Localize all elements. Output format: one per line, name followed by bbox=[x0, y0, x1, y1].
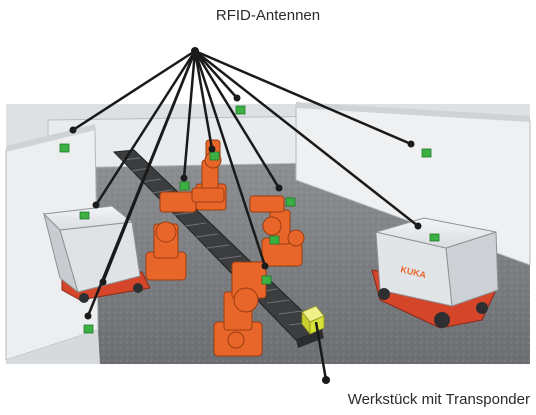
agv-right-top bbox=[374, 217, 497, 249]
agv-right-wheel bbox=[378, 288, 390, 300]
agv-right: KUKA bbox=[371, 217, 499, 329]
workpiece-callout-dot bbox=[322, 376, 330, 384]
agv-right-wheel bbox=[476, 302, 488, 314]
left-floor-strip bbox=[6, 330, 100, 364]
antenna-icon bbox=[179, 181, 190, 191]
agv-left-wheel bbox=[133, 283, 143, 293]
antenna-icon bbox=[269, 235, 280, 245]
agv-left bbox=[42, 205, 151, 303]
agv-left-antenna bbox=[79, 211, 90, 220]
antenna-icon bbox=[209, 151, 220, 161]
agv-right-antenna bbox=[429, 233, 440, 242]
antenna-icon bbox=[421, 148, 432, 158]
antenna-icon bbox=[59, 143, 70, 153]
robot-3 bbox=[145, 187, 225, 281]
antenna-callouts bbox=[72, 49, 419, 317]
robot-4 bbox=[213, 261, 267, 357]
robot-2 bbox=[249, 195, 305, 267]
rfid-antennas-label: RFID-Antennen bbox=[215, 7, 321, 24]
antenna-icon bbox=[235, 105, 246, 115]
antenna-icon bbox=[285, 197, 296, 207]
antenna-icon bbox=[261, 275, 272, 285]
workpiece-label: Werkstück mit Transponder bbox=[347, 391, 530, 408]
robots bbox=[145, 139, 305, 357]
agv-left-wheel bbox=[79, 293, 89, 303]
callout-dots bbox=[69, 47, 422, 320]
workpiece-callout bbox=[314, 321, 330, 384]
right-wall-top bbox=[296, 102, 530, 122]
callout-origin-dot bbox=[191, 47, 199, 55]
rfid-antennas bbox=[59, 105, 432, 334]
agv-right-wheel bbox=[434, 312, 450, 328]
antenna-icon bbox=[83, 324, 94, 334]
